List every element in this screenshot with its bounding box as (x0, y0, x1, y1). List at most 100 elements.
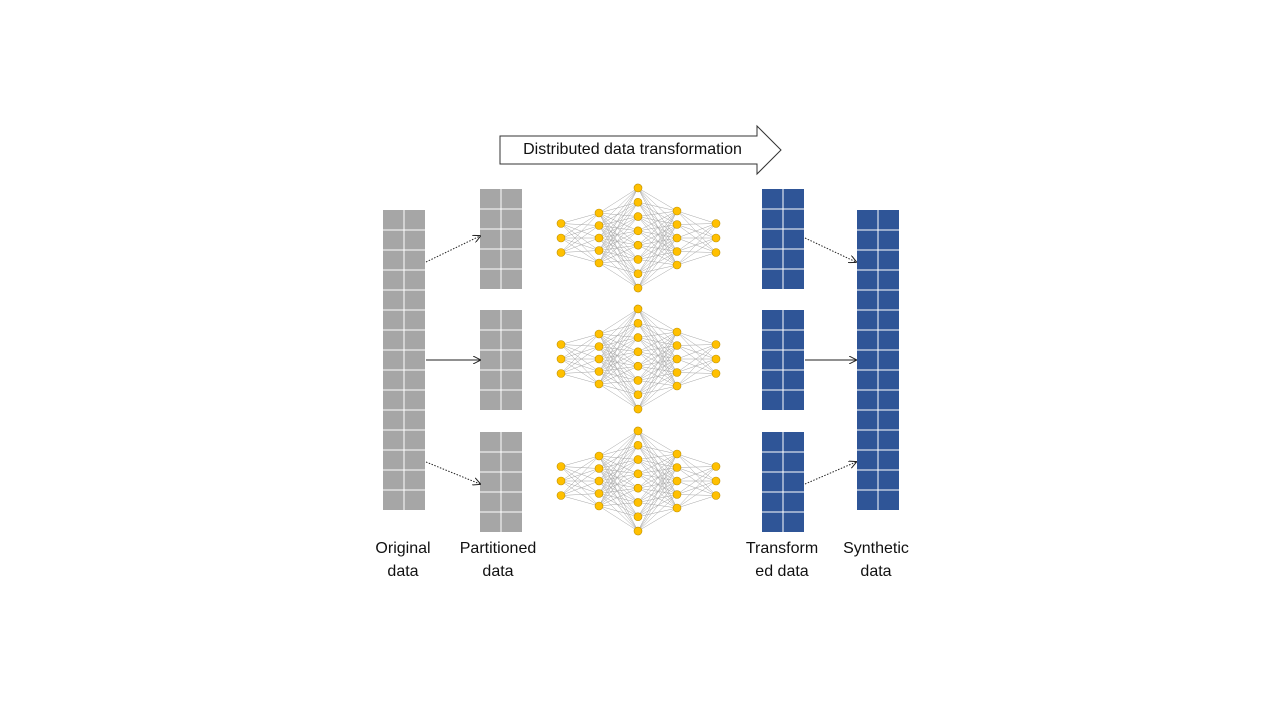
network-node (556, 491, 566, 500)
network-edge (676, 358, 717, 387)
network-edge (598, 459, 639, 494)
partition-block-2 (480, 310, 522, 410)
network-node (556, 462, 566, 471)
network-edge (598, 187, 639, 251)
network-edge (676, 210, 717, 224)
network-edge (637, 202, 678, 212)
network-node (711, 476, 721, 486)
network-edge (560, 212, 600, 224)
network-edge (598, 493, 639, 517)
network-edge (560, 223, 600, 251)
network-edge (598, 480, 639, 503)
network-edge (598, 455, 639, 475)
network-edge (637, 459, 678, 482)
network-node (556, 219, 566, 228)
network-edge (676, 237, 717, 253)
network-edge (598, 202, 639, 251)
network-edge (637, 308, 678, 373)
network-edge (598, 480, 639, 517)
network-node (633, 498, 643, 507)
network-edge (598, 430, 639, 494)
network-node (672, 476, 682, 486)
network-edge (598, 351, 639, 385)
network-edge (598, 262, 639, 274)
network-edge (637, 331, 678, 367)
network-edge (676, 224, 717, 239)
network-node (672, 490, 682, 499)
network-edge (598, 487, 639, 494)
network-edge (598, 351, 639, 372)
network-edge (560, 344, 600, 347)
network-edge (637, 202, 678, 266)
network-edge (637, 224, 678, 246)
network-edge (637, 445, 678, 509)
network-edge (676, 344, 717, 346)
network-edge (637, 507, 678, 517)
network-edge (637, 331, 678, 338)
network-edge (598, 455, 639, 532)
network-edge (637, 358, 678, 367)
network-edge (560, 212, 600, 253)
network-edge (560, 455, 600, 467)
network-edge (676, 453, 717, 482)
network-edge (637, 331, 678, 410)
network-edge (598, 337, 639, 385)
network-edge (676, 224, 717, 253)
network-edge (598, 333, 639, 410)
network-edge (637, 331, 678, 353)
network-edge (598, 337, 639, 372)
network-edge (676, 237, 717, 252)
network-node (633, 347, 643, 357)
network-edge (676, 466, 717, 509)
neural-network-1 (556, 183, 721, 293)
network-edge (560, 493, 600, 496)
network-edge (560, 468, 600, 482)
network-edge (598, 468, 639, 503)
network-edge (676, 494, 717, 496)
network-edge (598, 445, 639, 482)
network-node (633, 404, 643, 414)
network-edge (676, 467, 717, 482)
network-node (633, 390, 643, 400)
network-edge (637, 323, 678, 373)
network-edge (598, 358, 639, 410)
network-edge (637, 337, 678, 346)
network-edge (676, 251, 717, 253)
network-edge (598, 323, 639, 372)
network-edge (598, 459, 639, 507)
network-edge (598, 333, 639, 338)
network-edge (637, 351, 678, 360)
network-edge (598, 473, 639, 494)
network-edge (598, 333, 639, 395)
network-edge (598, 346, 639, 410)
network-edge (676, 210, 717, 253)
network-edge (598, 237, 639, 289)
network-edge (637, 251, 678, 289)
network-edge (560, 358, 600, 374)
network-edge (676, 373, 717, 387)
network-edge (560, 358, 600, 372)
network-edge (637, 187, 678, 239)
network-node (594, 246, 604, 255)
network-edge (560, 344, 600, 372)
network-edge (637, 202, 678, 239)
network-edge (637, 445, 678, 482)
network-edge (637, 224, 678, 232)
network-edge (637, 337, 678, 360)
network-node (672, 206, 682, 216)
network-edge (637, 385, 678, 410)
network-edge (560, 223, 600, 239)
network-edge (560, 212, 600, 239)
network-node (556, 354, 566, 364)
network-edge (637, 237, 678, 246)
network-node (594, 367, 604, 376)
network-edge (598, 308, 639, 385)
network-edge (637, 210, 678, 232)
network-edge (676, 223, 717, 239)
network-edge (560, 237, 600, 264)
network-edge (598, 323, 639, 385)
split-arrow-1 (425, 236, 480, 263)
network-edge (598, 502, 639, 507)
network-edge (598, 459, 639, 469)
network-node (633, 197, 643, 207)
